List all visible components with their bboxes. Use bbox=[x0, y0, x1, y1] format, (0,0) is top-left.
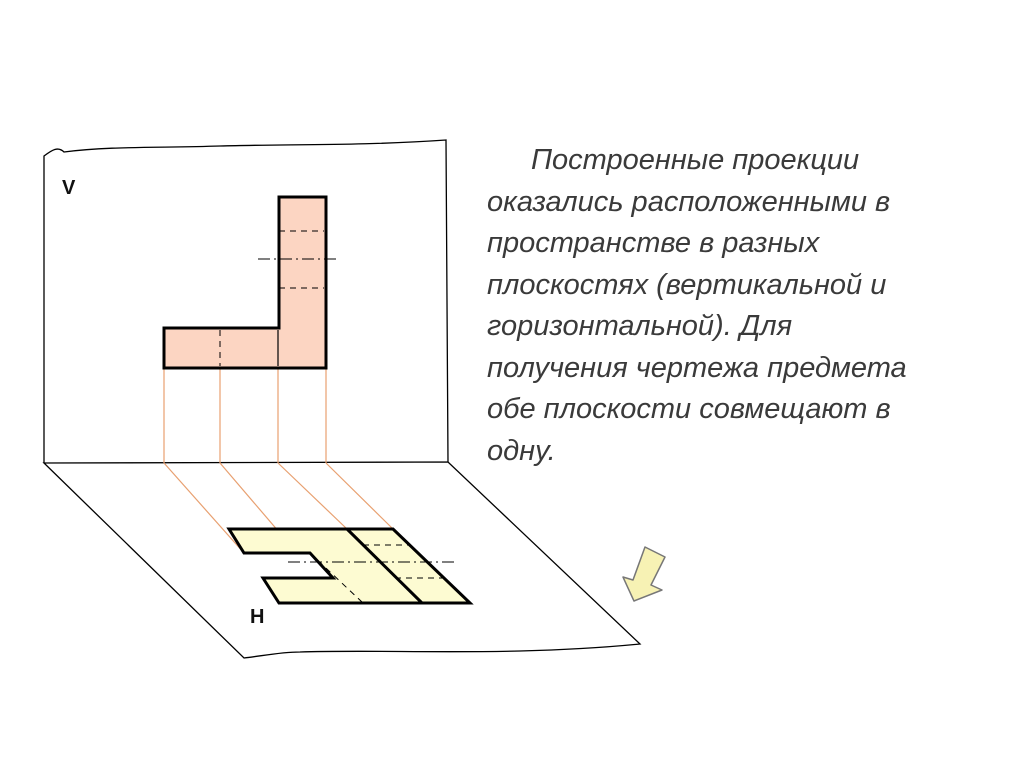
label-v: V bbox=[62, 177, 76, 199]
caption-line: одну. bbox=[487, 434, 556, 467]
caption-line: Построенные проекции bbox=[531, 144, 860, 176]
label-h: H bbox=[250, 606, 264, 628]
projection-lines bbox=[163, 368, 394, 554]
caption-line: плоскостях (вертикальной и bbox=[487, 268, 887, 301]
horizontal-plane bbox=[42, 461, 642, 659]
caption-line: пространстве в разных bbox=[487, 227, 820, 259]
caption-text: Построенные проекции оказались расположе… bbox=[487, 140, 1007, 472]
caption-line: получения чертежа предмета bbox=[487, 351, 907, 384]
down-left-arrow-icon bbox=[622, 546, 666, 602]
caption-line: оказались расположенными в bbox=[487, 185, 891, 218]
caption-line: обе плоскости совмещают в bbox=[487, 393, 891, 425]
top-view bbox=[226, 527, 474, 605]
caption-line: горизонтальной). Для bbox=[487, 310, 793, 342]
vertical-plane bbox=[43, 139, 449, 463]
front-view bbox=[162, 195, 337, 370]
